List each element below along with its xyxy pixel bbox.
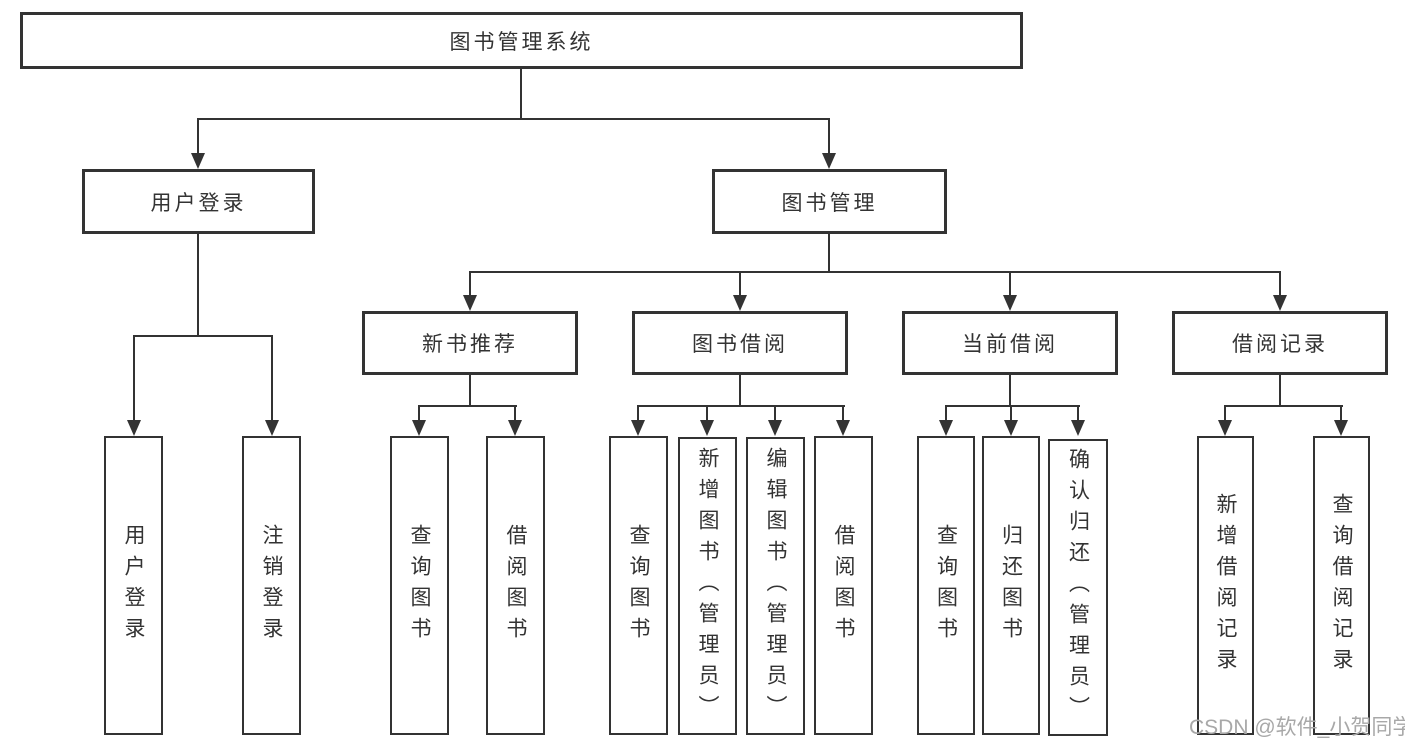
node-library-system: 图书管理系统 <box>20 12 1023 69</box>
edge-vline <box>828 234 830 272</box>
edge-hline <box>469 271 1281 273</box>
edge-vline <box>1077 405 1079 423</box>
arrowhead-down <box>1003 295 1017 311</box>
arrowhead-down <box>836 420 850 436</box>
node-new-book-recommend: 新书推荐 <box>362 311 578 375</box>
leaf-bb-query-book: 查询图书 <box>609 436 668 735</box>
node-book-borrow: 图书借阅 <box>632 311 848 375</box>
edge-hline <box>133 335 273 337</box>
edge-hline <box>945 405 1080 407</box>
arrowhead-down <box>1273 295 1287 311</box>
edge-hline <box>637 405 845 407</box>
arrowhead-down <box>1334 420 1348 436</box>
leaf-cb-return-book: 归还图书 <box>982 436 1040 735</box>
node-book-management: 图书管理 <box>712 169 947 234</box>
edge-vline <box>1010 405 1012 423</box>
leaf-cb-confirm-return: 确认归还（管理员） <box>1048 439 1108 736</box>
arrowhead-down <box>822 153 836 169</box>
edge-vline <box>774 405 776 423</box>
arrowhead-down <box>265 420 279 436</box>
leaf-cb-query-book: 查询图书 <box>917 436 975 735</box>
edge-vline <box>842 405 844 423</box>
edge-vline <box>520 69 522 120</box>
edge-vline <box>1279 271 1281 299</box>
leaf-nbr-query-book: 查询图书 <box>390 436 449 735</box>
edge-vline <box>1009 375 1011 406</box>
edge-vline <box>197 118 199 155</box>
arrowhead-down <box>463 295 477 311</box>
csdn-watermark: CSDN @软件_小贺同学 <box>1189 716 1405 739</box>
leaf-br-query-record: 查询借阅记录 <box>1313 436 1370 735</box>
edge-hline <box>197 118 830 120</box>
node-borrow-record: 借阅记录 <box>1172 311 1388 375</box>
arrowhead-down <box>1071 420 1085 436</box>
node-current-borrow: 当前借阅 <box>902 311 1118 375</box>
leaf-user-login: 用户登录 <box>104 436 163 735</box>
edge-vline <box>945 405 947 423</box>
leaf-logout: 注销登录 <box>242 436 301 735</box>
edge-vline <box>706 405 708 423</box>
edge-vline <box>514 405 516 423</box>
arrowhead-down <box>508 420 522 436</box>
arrowhead-down <box>700 420 714 436</box>
edge-vline <box>469 271 471 299</box>
edge-vline <box>739 375 741 406</box>
edge-vline <box>739 271 741 299</box>
leaf-nbr-borrow-book: 借阅图书 <box>486 436 545 735</box>
arrowhead-down <box>768 420 782 436</box>
edge-vline <box>197 234 199 336</box>
arrowhead-down <box>631 420 645 436</box>
edge-vline <box>1279 375 1281 406</box>
arrowhead-down <box>939 420 953 436</box>
leaf-bb-borrow-book: 借阅图书 <box>814 436 873 735</box>
node-user-login-branch: 用户登录 <box>82 169 315 234</box>
edge-vline <box>469 375 471 406</box>
arrowhead-down <box>1004 420 1018 436</box>
arrowhead-down <box>1218 420 1232 436</box>
leaf-br-add-record: 新增借阅记录 <box>1197 436 1254 735</box>
edge-vline <box>1340 405 1342 423</box>
edge-vline <box>418 405 420 423</box>
edge-vline <box>828 118 830 155</box>
arrowhead-down <box>733 295 747 311</box>
edge-vline <box>637 405 639 423</box>
edge-vline <box>1009 271 1011 299</box>
edge-hline <box>418 405 517 407</box>
arrowhead-down <box>191 153 205 169</box>
leaf-bb-add-book: 新增图书（管理员） <box>678 437 737 735</box>
arrowhead-down <box>412 420 426 436</box>
edge-vline <box>1224 405 1226 423</box>
arrowhead-down <box>127 420 141 436</box>
edge-vline <box>133 335 135 423</box>
edge-vline <box>271 335 273 423</box>
edge-hline <box>1224 405 1343 407</box>
leaf-bb-edit-book: 编辑图书（管理员） <box>746 437 805 735</box>
